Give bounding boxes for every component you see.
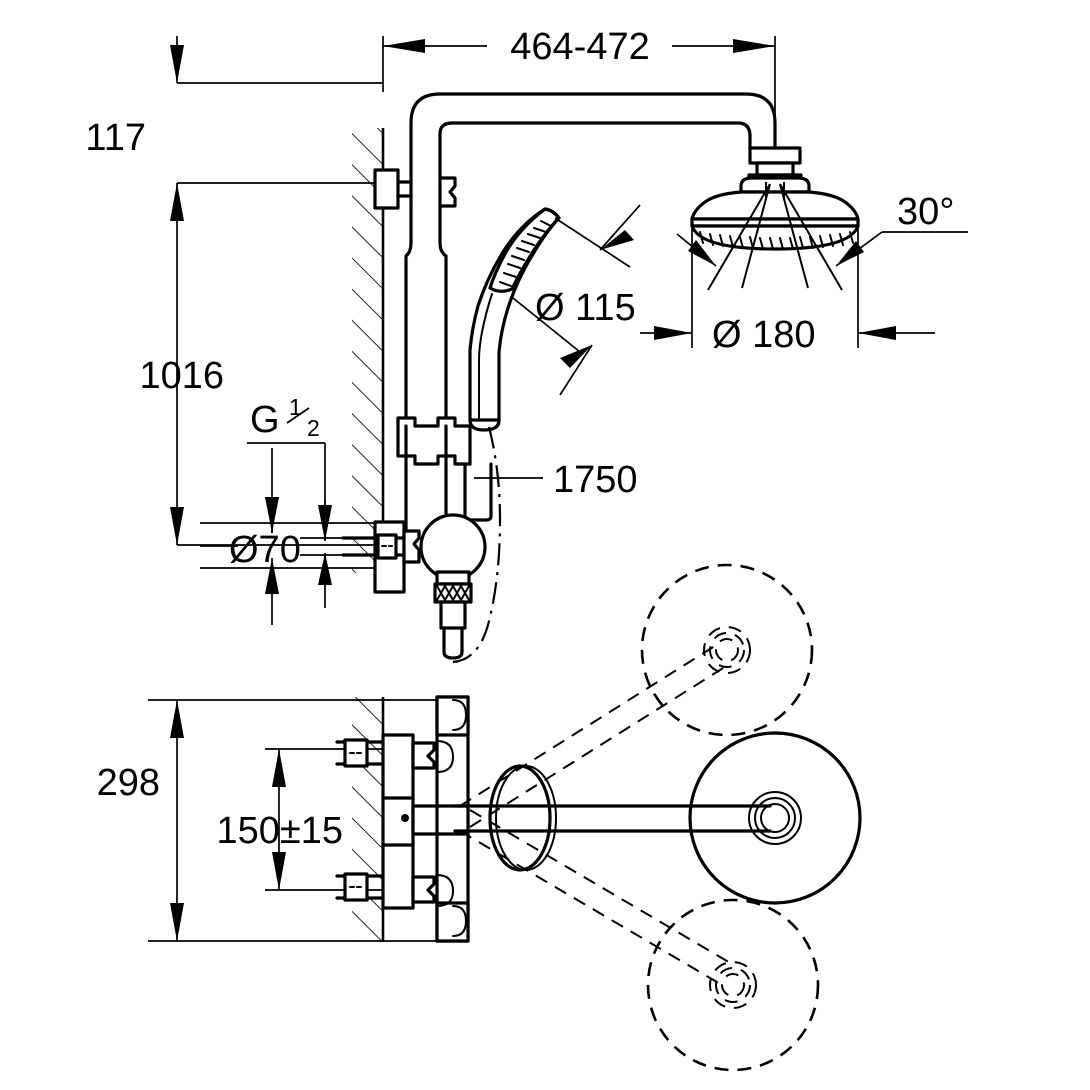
dim-head-diameter — [640, 226, 935, 348]
dim-arm-reach — [382, 28, 776, 150]
riser-rail — [404, 204, 448, 542]
dim-label-hose-length: 1750 — [553, 459, 638, 501]
shower-arm-pipe — [409, 92, 777, 208]
handshower-holder-bracket — [396, 416, 472, 466]
spray-angle-lines — [676, 183, 968, 291]
mixer-plan-view — [335, 695, 470, 943]
shower-hose — [452, 426, 502, 664]
dim-label-overall-height: 1016 — [139, 355, 224, 397]
dim-overall-height — [170, 507, 383, 546]
head-shower — [690, 146, 860, 251]
thread-numerator: 1 — [289, 394, 302, 420]
upper-wall-bracket — [373, 168, 457, 210]
dim-label-spray-angle: 30° — [897, 191, 954, 233]
dim-label-thread: G 1 2 — [250, 394, 320, 441]
dim-thread-leader — [247, 442, 332, 541]
plan-shower-arm-swivel-up — [459, 563, 814, 828]
dim-plan-overall — [148, 699, 468, 942]
dim-label-head-diameter: Ø 180 — [712, 314, 816, 356]
plan-shower-arm-swivel-down — [459, 809, 820, 1072]
handshower-handle-lower — [463, 462, 493, 522]
dim-label-escutcheon: Ø70 — [229, 529, 301, 571]
dim-handshower-diameter-leaders — [512, 204, 641, 396]
dim-label-arm-reach: 464-472 — [510, 26, 649, 68]
wall-section-lower — [352, 697, 385, 942]
dim-label-head-drop: 117 — [85, 117, 146, 159]
dim-label-handshower-diameter: Ø 115 — [535, 287, 636, 329]
dim-label-inlet-centers: 150±15 — [216, 810, 343, 852]
plan-shower-arm-center — [453, 731, 862, 905]
dim-label-plan-overall: 298 — [97, 762, 160, 804]
thread-g: G — [250, 399, 280, 441]
mixer-valve-elevation — [341, 513, 487, 660]
dim-inlet-centers — [265, 748, 400, 891]
thread-denominator: 2 — [307, 415, 320, 441]
hand-shower — [468, 207, 561, 432]
dim-head-drop — [170, 36, 383, 545]
